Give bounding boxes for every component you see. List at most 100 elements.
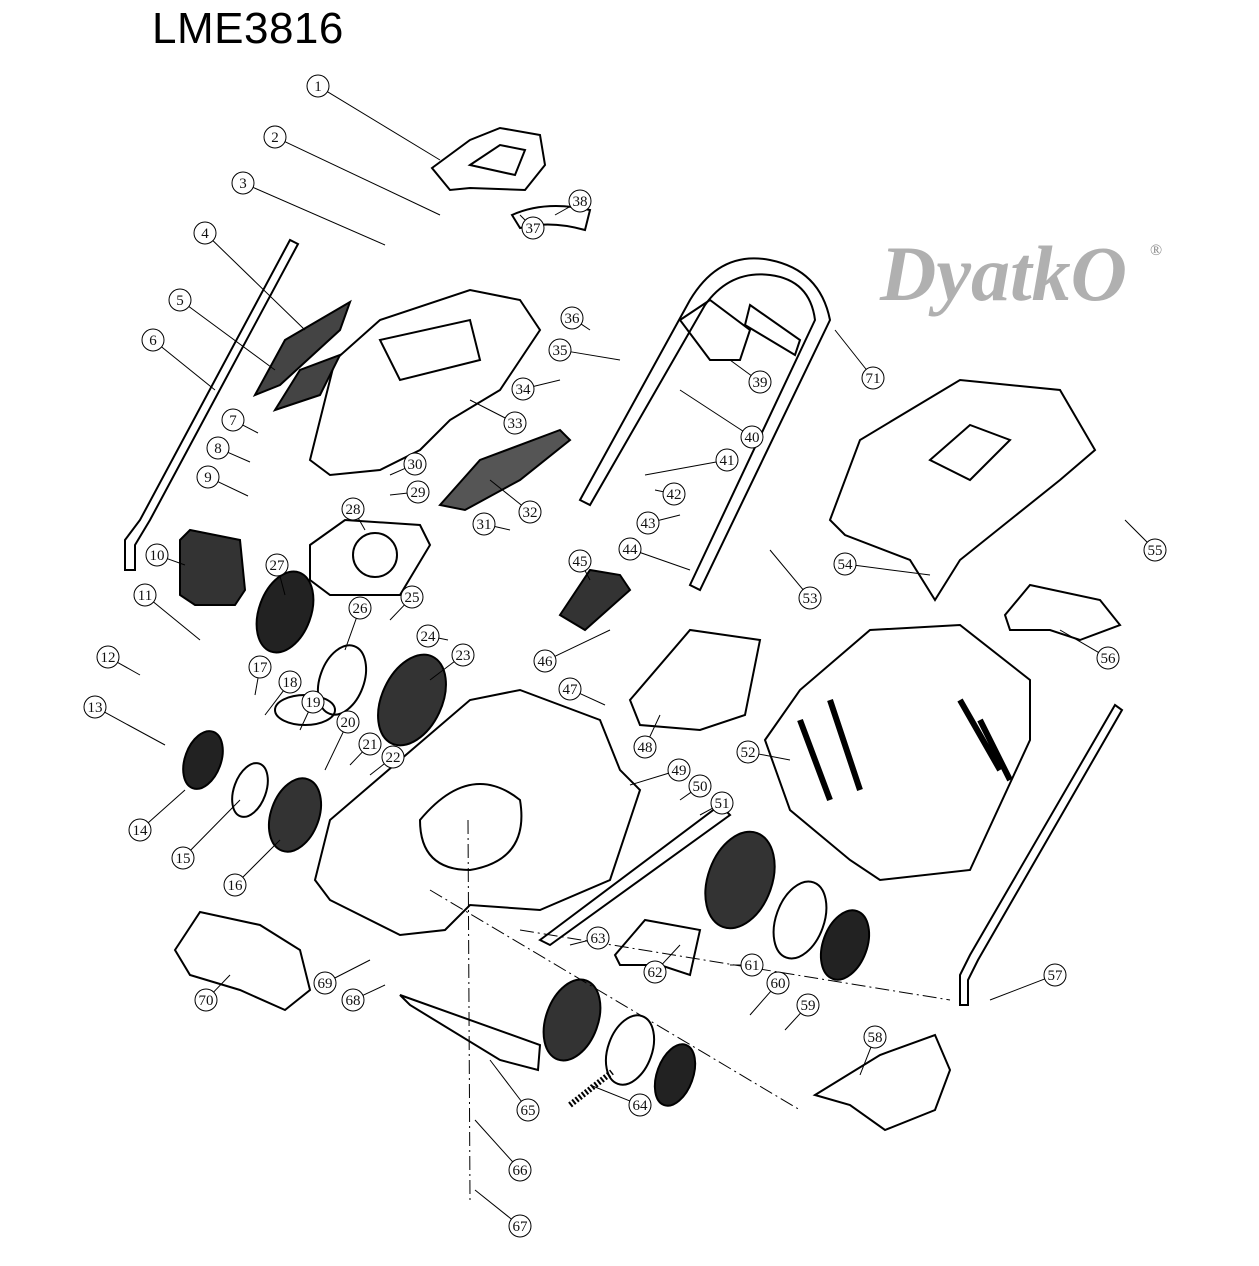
- part-grassbox: [763, 623, 1031, 882]
- callout-number: 7: [229, 413, 237, 429]
- leader-line: [327, 91, 441, 161]
- callout-circle: [265, 553, 289, 577]
- callout-number: 22: [386, 750, 401, 766]
- callout-3: 3: [231, 171, 386, 246]
- callout-number: 2: [271, 130, 279, 146]
- callout-circle: [400, 585, 424, 609]
- callout-number: 15: [176, 851, 191, 867]
- callout-65: 65: [489, 1059, 540, 1122]
- leader-line: [658, 514, 681, 521]
- callout-number: 45: [573, 554, 588, 570]
- callout-number: 33: [508, 416, 523, 432]
- callout-circle: [863, 1025, 887, 1049]
- callout-circle: [358, 732, 382, 756]
- callout-63: 63: [569, 926, 610, 950]
- callout-37: 37: [519, 214, 545, 240]
- leader-line: [569, 940, 588, 946]
- leader-line: [324, 731, 344, 771]
- leader-line: [334, 959, 371, 979]
- callout-number: 53: [803, 591, 818, 607]
- leader-line: [227, 451, 251, 463]
- callout-number: 52: [741, 745, 756, 761]
- callout-circle: [568, 189, 592, 213]
- callout-number: 21: [363, 737, 378, 753]
- leader-line: [494, 525, 511, 531]
- callout-circle: [508, 1158, 532, 1182]
- callout-circle: [558, 677, 582, 701]
- callout-circle: [348, 596, 372, 620]
- callout-circle: [560, 306, 584, 330]
- leader-line: [349, 751, 363, 766]
- callout-59: 59: [784, 993, 820, 1031]
- leader-line: [580, 323, 591, 331]
- callout-number: 41: [720, 453, 735, 469]
- callout-circle: [568, 549, 592, 573]
- callout-15: 15: [171, 799, 241, 870]
- callout-circle: [263, 125, 287, 149]
- leader-line: [369, 763, 385, 776]
- callout-number: 9: [204, 470, 212, 486]
- callout-number: 27: [270, 558, 286, 574]
- callout-circle: [1096, 646, 1120, 670]
- leader-line: [217, 481, 249, 497]
- callout-41: 41: [644, 448, 739, 476]
- leader-line: [153, 601, 201, 641]
- part-motor: [179, 528, 247, 606]
- leader-line: [469, 399, 506, 419]
- callout-circle: [221, 408, 245, 432]
- callout-number: 56: [1101, 651, 1117, 667]
- callout-64: 64: [589, 1084, 652, 1117]
- callout-number: 65: [521, 1103, 536, 1119]
- leader-line: [474, 1189, 512, 1220]
- callout-circle: [503, 411, 527, 435]
- callout-circle: [516, 1098, 540, 1122]
- callout-number: 66: [513, 1163, 529, 1179]
- callout-circle: [133, 583, 157, 607]
- callout-55: 55: [1124, 519, 1167, 562]
- callout-number: 1: [314, 79, 322, 95]
- callout-1: 1: [306, 74, 441, 161]
- callout-circle: [748, 370, 772, 394]
- callout-34: 34: [511, 377, 561, 401]
- callout-21: 21: [349, 732, 382, 766]
- callout-48: 48: [633, 714, 661, 759]
- callout-19: 19: [299, 690, 325, 731]
- callout-24: 24: [416, 624, 449, 648]
- callout-number: 67: [513, 1219, 529, 1235]
- leader-line: [213, 974, 231, 993]
- callout-circle: [168, 288, 192, 312]
- leader-line: [489, 1059, 522, 1102]
- callout-31: 31: [472, 512, 511, 536]
- callout-number: 32: [523, 505, 538, 521]
- callout-number: 43: [641, 516, 656, 532]
- leader-line: [1124, 519, 1148, 543]
- callout-60: 60: [749, 971, 790, 1016]
- callout-17: 17: [248, 655, 272, 696]
- callout-57: 57: [989, 963, 1067, 1001]
- part-grille-right: [438, 428, 572, 512]
- callout-circle: [406, 480, 430, 504]
- callout-circle: [740, 425, 764, 449]
- part-main-handle: [578, 257, 832, 592]
- callout-circle: [833, 552, 857, 576]
- part-deck: [313, 688, 642, 937]
- callout-20: 20: [324, 710, 360, 771]
- callout-circle: [628, 1093, 652, 1117]
- callout-number: 30: [408, 457, 423, 473]
- callout-circle: [341, 497, 365, 521]
- callout-36: 36: [560, 306, 591, 331]
- callout-number: 51: [715, 796, 730, 812]
- callout-circle: [231, 171, 255, 195]
- leader-line: [161, 346, 216, 391]
- callout-14: 14: [128, 789, 186, 842]
- callout-number: 8: [214, 441, 222, 457]
- callout-number: 48: [638, 740, 653, 756]
- callout-number: 57: [1048, 968, 1064, 984]
- part-grassbox-ribs: [797, 698, 1013, 802]
- leader-line: [188, 306, 276, 371]
- leader-line: [859, 1047, 872, 1076]
- callout-circle: [662, 482, 686, 506]
- callout-number: 68: [346, 993, 361, 1009]
- callout-number: 18: [283, 675, 298, 691]
- callout-18: 18: [264, 670, 302, 716]
